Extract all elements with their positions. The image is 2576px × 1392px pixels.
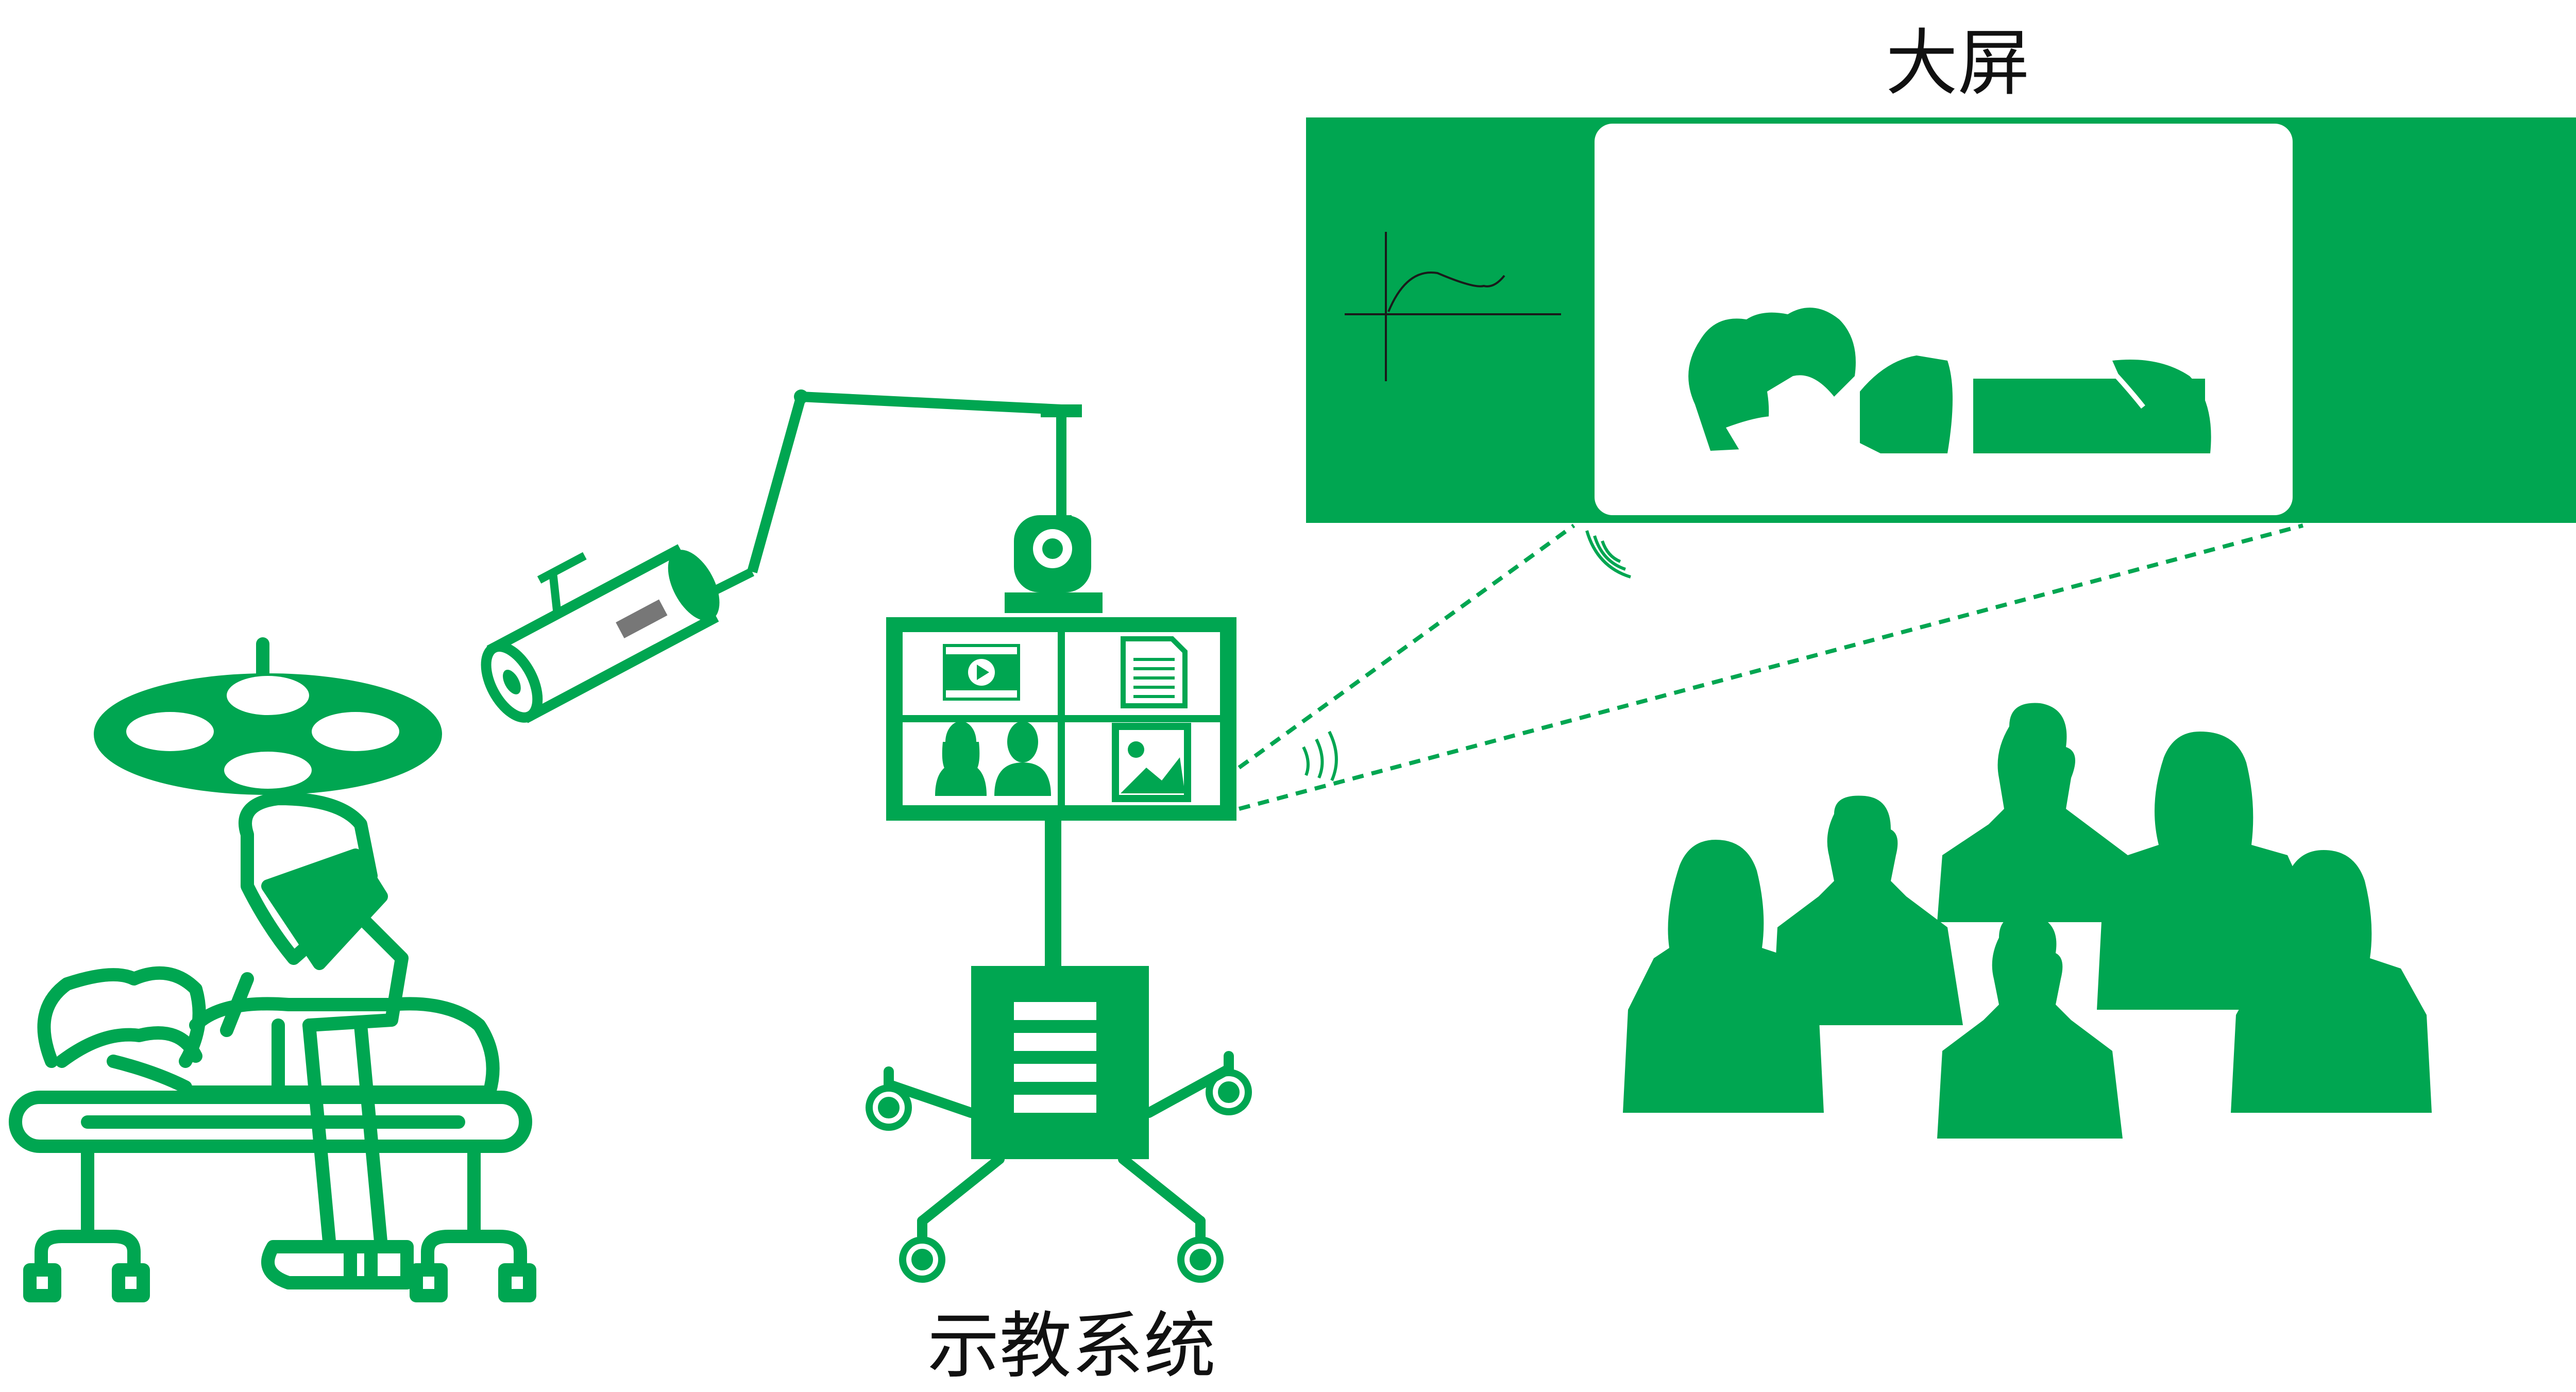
- teaching-system-cart: [866, 515, 1338, 1283]
- monitor-panel: [886, 617, 1236, 821]
- wireless-signal-icon: [1302, 731, 1338, 782]
- audience-group-icon: [1623, 703, 2432, 1139]
- patient-on-screen-icon: [1688, 308, 2211, 453]
- teaching-system-label: 示教系统: [927, 1304, 1216, 1388]
- patient-icon: [37, 966, 500, 1099]
- operating-table-icon: [9, 1091, 536, 1302]
- image-icon: [1112, 723, 1191, 802]
- audience-member: [1623, 840, 1824, 1113]
- cart-wheels: [866, 1069, 1252, 1283]
- surgical-camera-icon: [481, 389, 1082, 723]
- audience-member: [2097, 732, 2318, 1010]
- video-play-icon: [943, 644, 1020, 701]
- big-screen: [1306, 117, 2576, 579]
- surgeon-icon: [220, 792, 414, 1289]
- audience-member: [2231, 850, 2432, 1113]
- audience-member: [1772, 795, 1963, 1025]
- people-icon: [935, 721, 1051, 796]
- projection-lines: [1238, 523, 2304, 811]
- big-screen-label: 大屏: [1886, 22, 2030, 106]
- document-icon: [1121, 636, 1188, 708]
- screen-wireless-icon: [1585, 530, 1631, 579]
- audience-member: [1937, 703, 2133, 922]
- waveform-chart-icon: [1345, 232, 1561, 381]
- audience-member: [1937, 914, 2123, 1139]
- operating-room-scene: [9, 637, 536, 1302]
- surgical-lamp-icon: [94, 637, 442, 795]
